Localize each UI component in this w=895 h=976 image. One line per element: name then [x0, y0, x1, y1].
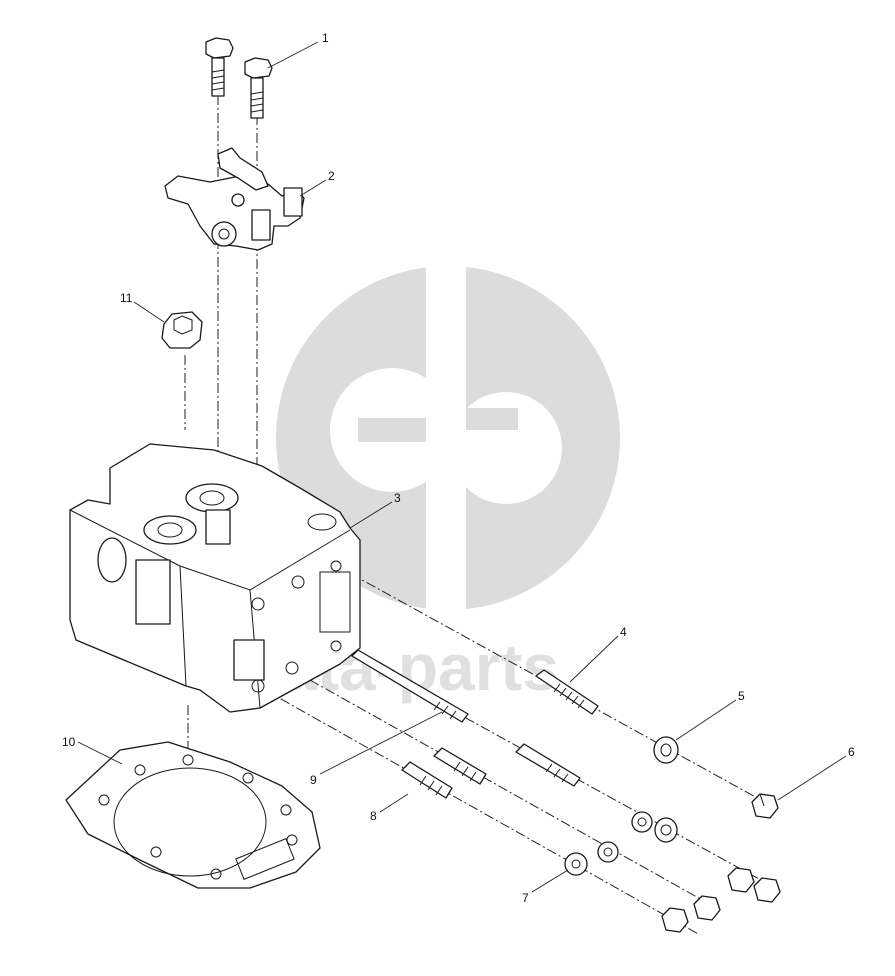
callout-3: 3	[394, 491, 401, 505]
washer-5	[653, 736, 679, 764]
callout-1: 1	[322, 31, 329, 45]
stud-short-a	[401, 761, 453, 799]
callout-6: 6	[848, 745, 855, 759]
stud-long	[535, 669, 599, 715]
bolt-right	[244, 57, 273, 119]
callout-7: 7	[522, 891, 529, 905]
stud-9-a	[351, 649, 469, 723]
stud-9-b	[515, 743, 581, 787]
callout-8: 8	[370, 809, 377, 823]
nut-a	[727, 867, 755, 893]
callout-10: 10	[62, 735, 76, 749]
watermark-stem-right	[466, 408, 518, 430]
watermark-stem-left	[358, 418, 426, 442]
callout-5: 5	[738, 689, 745, 703]
cylinder-head	[69, 443, 361, 713]
callout-labels: 1 2 3 4 5 6 7 8 9 10 11	[62, 31, 855, 905]
callout-11: 11	[120, 291, 133, 305]
leader-lines	[77, 41, 847, 893]
rocker-arm-assembly	[164, 147, 305, 251]
callout-2: 2	[328, 169, 335, 183]
plug	[161, 311, 203, 349]
callout-4: 4	[620, 625, 627, 639]
callout-9: 9	[310, 773, 317, 787]
stud-short-b	[433, 747, 487, 785]
bolt-left	[205, 37, 234, 97]
nut-6	[751, 793, 779, 819]
nut-d	[661, 907, 689, 933]
washer-extra-a	[597, 841, 619, 863]
cylinder-head-gasket	[65, 741, 321, 889]
washer-extra-c	[654, 817, 678, 843]
washer-extra-b	[631, 811, 653, 833]
nut-c	[693, 895, 721, 921]
nut-b	[753, 877, 781, 903]
washer-7	[564, 852, 588, 876]
